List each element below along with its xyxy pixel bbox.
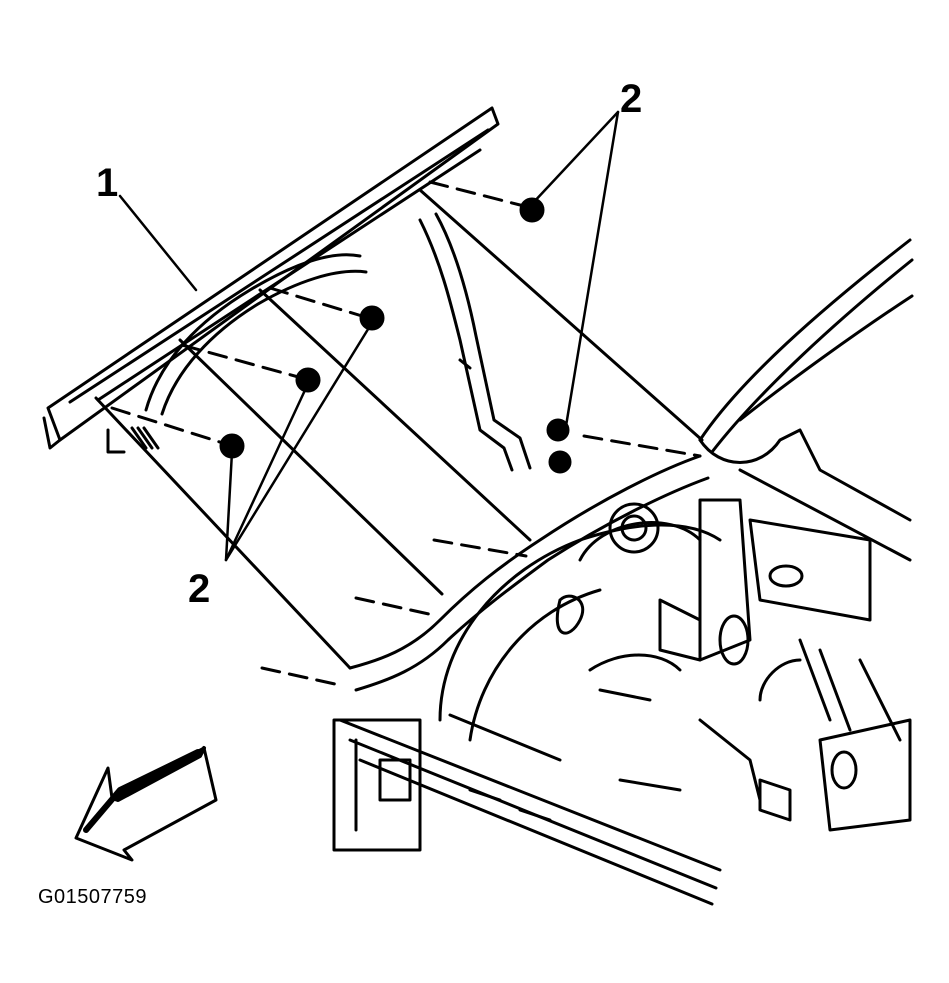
callout-1: 1 [96, 161, 118, 205]
figure-id: G01507759 [38, 886, 148, 908]
trim-panel [42, 106, 532, 472]
direction-arrow-icon [74, 746, 218, 862]
vehicle-body-structure [332, 238, 914, 906]
leader-lines [118, 110, 620, 562]
callout-2-top: 2 [620, 77, 642, 121]
guide-lines [94, 188, 704, 670]
callout-2-bottom: 2 [188, 567, 210, 611]
alignment-lines [110, 180, 702, 688]
